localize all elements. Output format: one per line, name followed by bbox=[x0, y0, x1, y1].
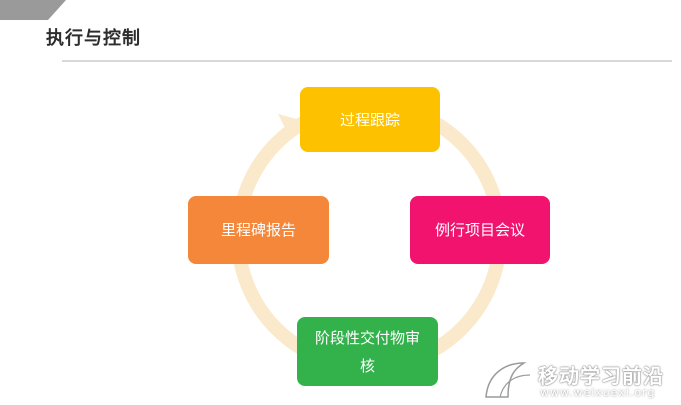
watermark-name: 移动学习前沿 bbox=[538, 364, 664, 388]
watermark-logo-icon bbox=[485, 362, 531, 398]
node-milestone-report: 里程碑报告 bbox=[188, 196, 329, 264]
cycle-arrowhead bbox=[278, 114, 300, 140]
title-divider bbox=[62, 60, 672, 62]
watermark-url: www.weixuexi.org bbox=[540, 386, 656, 399]
page-title: 执行与控制 bbox=[46, 28, 141, 49]
node-routine-meeting: 例行项目会议 bbox=[410, 196, 550, 264]
node-process-tracking: 过程跟踪 bbox=[300, 87, 440, 152]
node-deliverable-review: 阶段性交付物审核 bbox=[297, 317, 438, 386]
corner-decoration bbox=[0, 0, 66, 20]
